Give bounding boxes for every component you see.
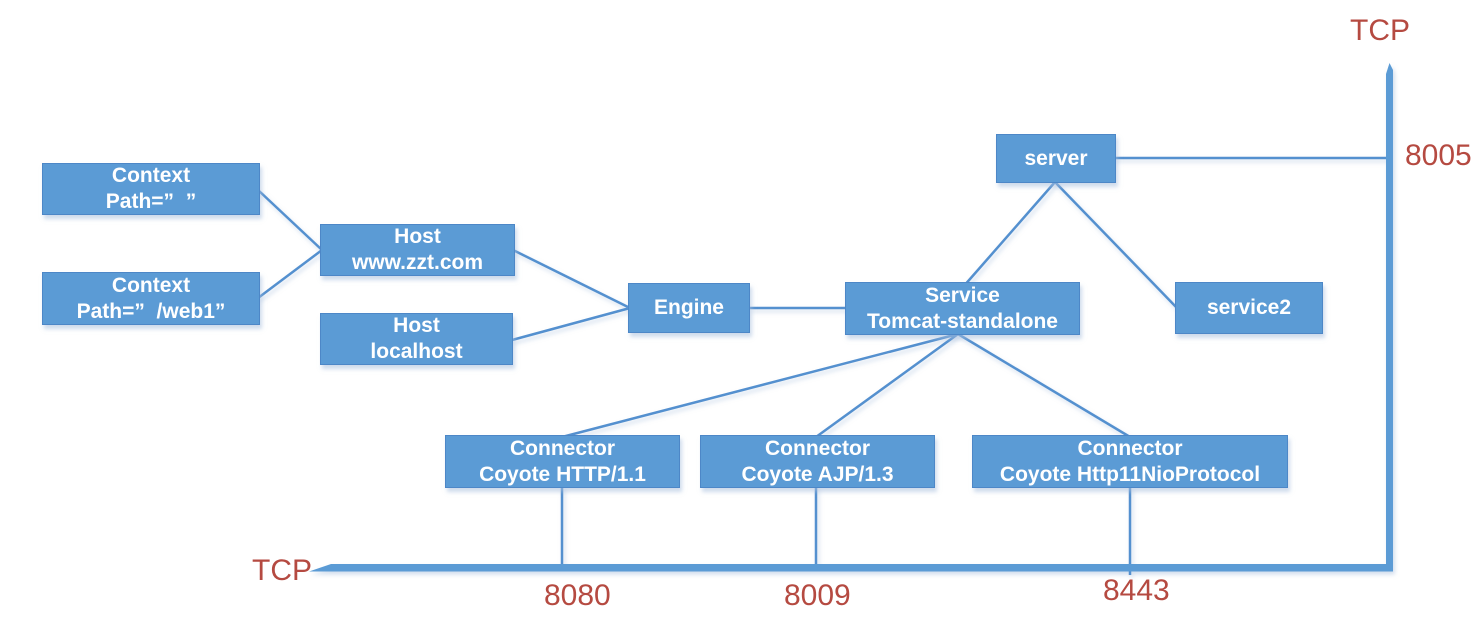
node-connector-http: Connector Coyote HTTP/1.1	[445, 435, 680, 488]
node-context-web1-path: Path=” /web1”	[76, 299, 226, 323]
node-engine-title: Engine	[653, 296, 724, 319]
node-engine: Engine	[628, 283, 750, 333]
edge-context-empty-host-zzt	[257, 189, 323, 251]
node-server: server	[996, 134, 1116, 183]
edge-server-service2	[1054, 181, 1178, 309]
edge-host-localhost-engine	[511, 306, 631, 342]
node-server-title: server	[1024, 146, 1088, 170]
node-connector-ajp-title: Connector	[765, 436, 870, 460]
node-host-zzt-title: Host	[394, 225, 441, 248]
node-host-zzt-domain: www.zzt.com	[351, 251, 484, 274]
node-connector-nio: Connector Coyote Http11NioProtocol	[972, 435, 1288, 488]
node-connector-nio-title: Connector	[1077, 436, 1183, 460]
node-service2: service2	[1175, 282, 1323, 334]
node-context-empty: Context Path=” ”	[42, 163, 260, 215]
node-context-empty-title: Context	[111, 164, 191, 187]
node-context-web1-title: Context	[111, 273, 191, 297]
node-service2-title: service2	[1206, 296, 1292, 319]
port-label-8443: 8443	[1103, 574, 1170, 607]
node-context-web1: Context Path=” /web1”	[42, 272, 260, 325]
edge-service-server	[962, 181, 1056, 288]
edge-host-zzt-engine	[512, 248, 631, 310]
port-label-8009: 8009	[784, 579, 851, 612]
node-host-localhost-title: Host	[393, 314, 440, 337]
node-connector-ajp: Connector Coyote AJP/1.3	[700, 435, 935, 488]
node-service-title: Service	[925, 283, 1000, 307]
edge-context-web1-host-zzt	[257, 249, 323, 299]
port-label-8005: 8005	[1405, 139, 1472, 172]
node-connector-ajp-protocol: Coyote AJP/1.3	[741, 462, 894, 486]
node-connector-http-title: Connector	[510, 436, 615, 460]
node-host-localhost: Host localhost	[320, 313, 513, 365]
node-host-zzt: Host www.zzt.com	[320, 224, 515, 276]
node-service: Service Tomcat-standalone	[845, 282, 1080, 335]
edge-service-connector-ajp	[815, 332, 959, 439]
node-host-localhost-domain: localhost	[370, 340, 463, 363]
node-connector-nio-protocol: Coyote Http11NioProtocol	[999, 462, 1261, 486]
node-context-empty-path: Path=” ”	[105, 190, 197, 213]
edge-service-connector-http	[561, 332, 959, 439]
edge-service-connector-nio	[957, 332, 1131, 439]
port-label-8080: 8080	[544, 579, 611, 612]
node-service-name: Tomcat-standalone	[867, 309, 1058, 333]
tcp-label-bottom: TCP	[252, 554, 312, 587]
tcp-label-top: TCP	[1350, 14, 1410, 47]
tcp-line-vertical	[1386, 63, 1393, 572]
tcp-line-horizontal	[309, 564, 1393, 572]
node-connector-http-protocol: Coyote HTTP/1.1	[479, 462, 646, 486]
